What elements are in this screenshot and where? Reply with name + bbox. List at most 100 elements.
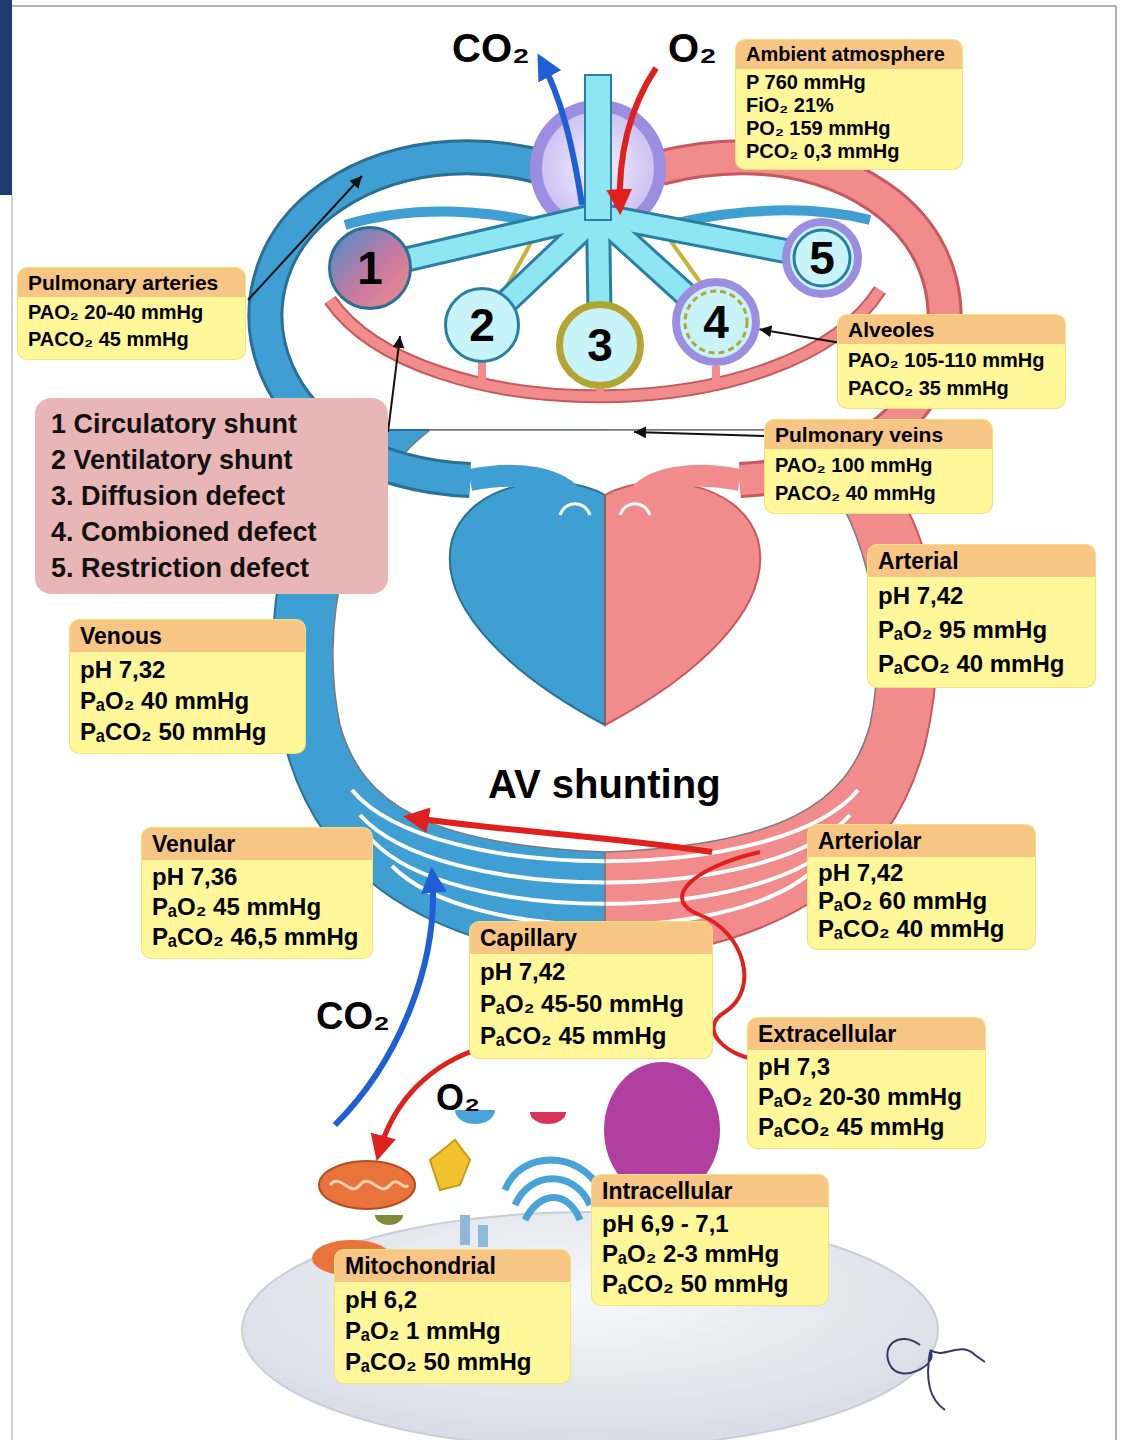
box-heading: Ambient atmosphere	[736, 40, 962, 69]
value-box: VenouspH 7,32PₐO₂ 40 mmHgPₐCO₂ 50 mmHg	[70, 620, 305, 753]
value-box: ExtracellularpH 7,3PₐO₂ 20-30 mmHgPₐCO₂ …	[748, 1018, 985, 1148]
box-value: PO₂ 159 mmHg	[736, 117, 962, 140]
callout-number-holder: 1	[328, 226, 412, 310]
endoplasmic-reticulum	[505, 1160, 600, 1220]
value-box: Pulmonary arteriesPAO₂ 20-40 mmHgPACO₂ 4…	[18, 268, 245, 359]
callout-number: 5	[809, 231, 835, 285]
box-value: pH 6,2	[335, 1284, 570, 1315]
box-body: P 760 mmHgFiO₂ 21%PO₂ 159 mmHgPCO₂ 0,3 m…	[736, 69, 962, 169]
heart-vessel	[635, 476, 740, 500]
value-box: AlveolesPAO₂ 105-110 mmHgPACO₂ 35 mmHg	[838, 315, 1065, 408]
box-value: PₐCO₂ 45 mmHg	[470, 1020, 712, 1052]
flow-label: O₂	[668, 26, 717, 70]
box-value: PₐCO₂ 46,5 mmHg	[142, 922, 372, 952]
flow-label: AV shunting	[488, 762, 721, 806]
box-heading: Pulmonary veins	[765, 420, 992, 449]
trachea	[585, 75, 611, 220]
box-value: PₐO₂ 2-3 mmHg	[592, 1239, 828, 1269]
value-box: ArterialpH 7,42PₐO₂ 95 mmHgPₐCO₂ 40 mmHg	[868, 545, 1095, 687]
box-heading: Extracellular	[748, 1018, 985, 1050]
box-value: PₐCO₂ 50 mmHg	[592, 1269, 828, 1299]
value-box: IntracellularpH 6,9 - 7,1PₐO₂ 2-3 mmHgPₐ…	[592, 1175, 828, 1305]
key-line: 2 Ventilatory shunt	[51, 442, 372, 478]
callout-number-holder: 3	[556, 301, 644, 389]
alveolus-circle: 1	[328, 226, 412, 310]
connector-arrow	[759, 329, 838, 342]
flow-label: O₂	[436, 1078, 480, 1118]
box-heading: Venous	[70, 620, 305, 652]
flow-label: CO₂	[452, 26, 530, 70]
key-line: 4. Combioned defect	[51, 514, 372, 550]
av-shunt-arrow	[408, 817, 712, 852]
box-value: PₐO₂ 1 mmHg	[335, 1315, 570, 1346]
heart-vessel	[470, 476, 575, 500]
heart-right	[450, 482, 605, 725]
callout-number-holder: 2	[444, 287, 520, 363]
o2-in-arrow	[620, 68, 656, 210]
callout-number-holder: 4	[672, 278, 760, 366]
callout-number: 1	[357, 241, 383, 295]
box-body: PAO₂ 105-110 mmHgPACO₂ 35 mmHg	[838, 344, 1065, 408]
box-body: pH 7,3PₐO₂ 20-30 mmHgPₐCO₂ 45 mmHg	[748, 1050, 985, 1148]
box-value: PₐCO₂ 50 mmHg	[335, 1346, 570, 1377]
alveolus-shape	[330, 228, 411, 309]
alveolus-circle: 4	[672, 278, 760, 366]
value-box: CapillarypH 7,42PₐO₂ 45-50 mmHgPₐCO₂ 45 …	[470, 922, 712, 1058]
mitochondrion	[319, 1161, 415, 1209]
cytoskeleton	[478, 1225, 488, 1247]
box-value: pH 7,32	[70, 654, 305, 685]
mitochondrion-cristae	[330, 1181, 408, 1189]
box-value: PₐO₂ 20-30 mmHg	[748, 1082, 985, 1112]
flow-label: CO₂	[316, 996, 390, 1038]
box-value: PAO₂ 100 mmHg	[765, 451, 992, 479]
key-line: 3. Diffusion defect	[51, 478, 372, 514]
box-value: PₐO₂ 45-50 mmHg	[470, 988, 712, 1020]
capillary-branch	[478, 362, 486, 388]
box-value: PACO₂ 40 mmHg	[765, 479, 992, 507]
callout-number: 3	[587, 318, 613, 372]
frame-line	[1115, 6, 1117, 1440]
key-line: 5. Restriction defect	[51, 550, 372, 586]
box-heading: Pulmonary arteries	[18, 268, 245, 297]
box-value: PACO₂ 35 mmHg	[838, 374, 1065, 402]
box-heading: Alveoles	[838, 315, 1065, 344]
alveolus-shape	[676, 282, 756, 362]
heart-left	[605, 482, 760, 725]
box-value: pH 7,3	[748, 1052, 985, 1082]
box-value: pH 7,36	[142, 862, 372, 892]
alveolus-circle: 5	[782, 218, 862, 298]
box-value: PₐCO₂ 40 mmHg	[808, 915, 1035, 943]
capillary-branch	[596, 388, 604, 400]
alveolus-shape	[786, 222, 858, 294]
side-bar	[0, 0, 12, 195]
golgi	[430, 1140, 470, 1190]
box-body: PAO₂ 100 mmHgPACO₂ 40 mmHg	[765, 449, 992, 513]
alveolus-circle: 2	[444, 287, 520, 363]
callout-number: 4	[703, 295, 729, 349]
pulmonary-venule	[330, 290, 880, 396]
alveolus-shape	[560, 305, 641, 386]
alveolus-inner-ring	[685, 291, 747, 353]
box-body: pH 7,36PₐO₂ 45 mmHgPₐCO₂ 46,5 mmHg	[142, 860, 372, 958]
box-body: pH 6,2PₐO₂ 1 mmHgPₐCO₂ 50 mmHg	[335, 1282, 570, 1383]
heart-septum	[604, 495, 606, 725]
alveolus-inner-ring	[794, 230, 850, 286]
key-box: 1 Circulatory shunt2 Ventilatory shunt3.…	[35, 398, 388, 594]
box-value: PₐO₂ 95 mmHg	[868, 613, 1095, 647]
value-box: Ambient atmosphereP 760 mmHgFiO₂ 21%PO₂ …	[736, 40, 962, 169]
box-heading: Arteriolar	[808, 825, 1035, 857]
box-value: PAO₂ 20-40 mmHg	[18, 299, 245, 326]
box-value: PₐCO₂ 40 mmHg	[868, 647, 1095, 681]
box-body: pH 7,32PₐO₂ 40 mmHgPₐCO₂ 50 mmHg	[70, 652, 305, 753]
key-line: 1 Circulatory shunt	[51, 406, 372, 442]
box-value: PAO₂ 105-110 mmHg	[838, 346, 1065, 374]
callout-number: 2	[469, 298, 495, 352]
box-value: PACO₂ 45 mmHg	[18, 326, 245, 353]
box-value: P 760 mmHg	[736, 71, 962, 94]
alveolus-shape	[446, 289, 519, 362]
box-heading: Capillary	[470, 922, 712, 954]
box-body: pH 6,9 - 7,1PₐO₂ 2-3 mmHgPₐCO₂ 50 mmHg	[592, 1207, 828, 1305]
co2-out-arrow	[540, 58, 582, 205]
callout-number-holder: 5	[782, 218, 862, 298]
